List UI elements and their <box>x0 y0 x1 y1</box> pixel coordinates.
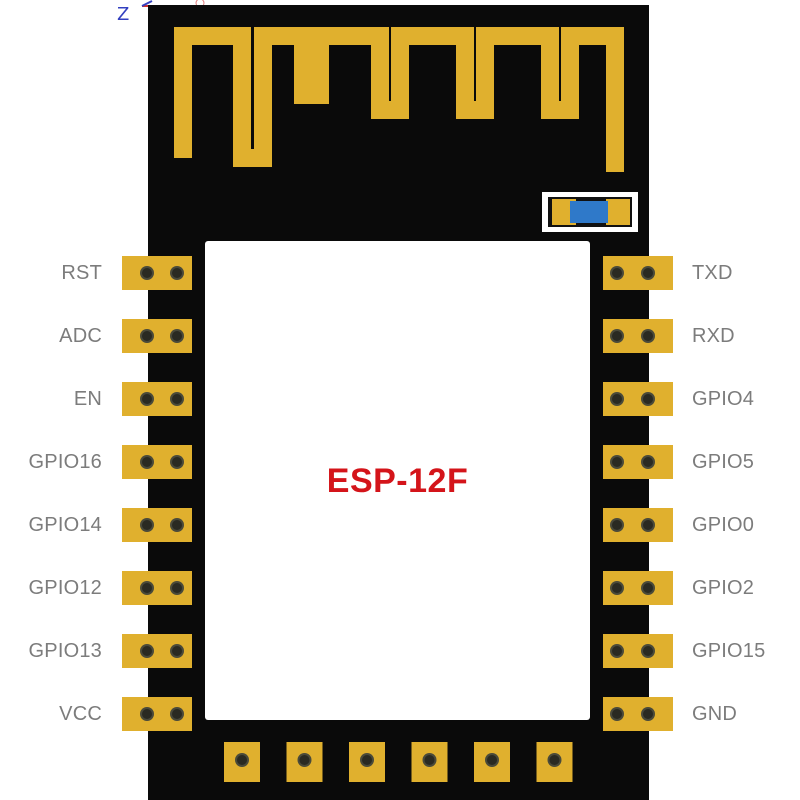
pin-label-right: GND <box>692 703 738 725</box>
pin-pad-right <box>603 508 673 542</box>
antenna-trace <box>174 27 624 172</box>
pin-pad-right <box>603 319 673 353</box>
pin-pad-left <box>122 571 192 605</box>
pin-pad-right <box>603 445 673 479</box>
pin-label-right: GPIO2 <box>692 577 755 599</box>
pin-label-left: EN <box>73 388 102 410</box>
pin-pad-left <box>122 697 192 731</box>
pin-label-right: RXD <box>692 325 735 347</box>
bottom-pad <box>286 742 323 782</box>
pin-label-right: TXD <box>692 262 733 284</box>
pin-pad-right <box>603 697 673 731</box>
bottom-pad <box>474 742 510 782</box>
bottom-pad <box>349 742 385 782</box>
pin-pad-right <box>603 571 673 605</box>
pin-label-right: GPIO4 <box>692 388 755 410</box>
smd-led-component <box>542 192 638 232</box>
pin-label-right: GPIO15 <box>692 640 766 662</box>
pin-label-left: RST <box>61 262 102 284</box>
pin-pad-right <box>603 634 673 668</box>
axis-z-label: Z <box>117 4 130 25</box>
pin-label-left: GPIO13 <box>28 640 102 662</box>
pin-label-right: GPIO0 <box>692 514 755 536</box>
module-name-label: ESP-12F <box>326 462 469 500</box>
rf-shield-can <box>205 241 590 720</box>
pin-pad-right <box>603 256 673 290</box>
bottom-pad <box>411 742 448 782</box>
pin-pad-left <box>122 445 192 479</box>
pin-label-right: GPIO5 <box>692 451 755 473</box>
bottom-pad <box>224 742 260 782</box>
pin-pad-left <box>122 508 192 542</box>
bottom-pad <box>536 742 573 782</box>
pin-pad-right <box>603 382 673 416</box>
pin-pad-left <box>122 256 192 290</box>
pin-label-left: VCC <box>59 703 102 725</box>
pin-pad-left <box>122 319 192 353</box>
pin-pad-left <box>122 382 192 416</box>
pin-label-left: GPIO12 <box>28 577 102 599</box>
pin-label-left: ADC <box>59 325 102 347</box>
pin-label-left: GPIO16 <box>28 451 102 473</box>
pad-group <box>122 256 673 782</box>
pin-label-left: GPIO14 <box>28 514 102 536</box>
pin-pad-left <box>122 634 192 668</box>
